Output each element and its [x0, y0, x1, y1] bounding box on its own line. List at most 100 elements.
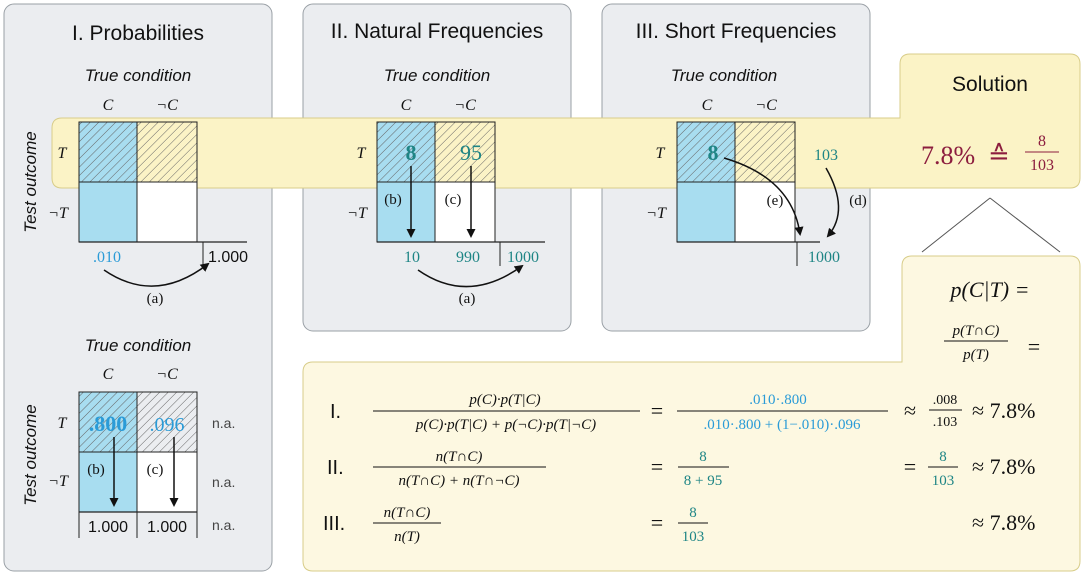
marginal-c-value: .010 — [93, 249, 121, 266]
arrow-a-3 — [417, 264, 524, 288]
row1-den: p(C)·p(T|C) + p(¬C)·p(T|¬C) — [415, 417, 596, 433]
cell-tn-2 — [136, 451, 198, 513]
marginal-total-value: 1.000 — [208, 249, 248, 266]
row3-num2: 8 — [689, 505, 697, 521]
formula-frac-num: p(T∩C) — [952, 323, 1000, 339]
row-t-1: T — [58, 145, 68, 162]
row1-den2: .010·.800 + (1−.010)·.096 — [704, 417, 861, 433]
cell-fn-2 — [78, 451, 138, 513]
arrow-e-4 — [723, 157, 804, 236]
arrow-d-4 — [825, 167, 840, 238]
row2-num: n(T∩C) — [436, 449, 483, 465]
connector-right — [989, 197, 1061, 253]
col-not-c-3: ¬C — [454, 97, 476, 114]
row1-den3: .103 — [933, 415, 958, 430]
na-label-not-t: n.a. — [212, 474, 235, 490]
solution-approx-sign: ≙ — [988, 141, 1010, 170]
tp-count-natural: 8 — [406, 140, 417, 165]
col-c-3: C — [401, 97, 412, 114]
arrow-b-label-3: (b) — [384, 192, 402, 208]
cell-tp-hatch-3 — [376, 121, 436, 183]
formula-frac-den: p(T) — [962, 347, 989, 363]
cell-fp-3 — [434, 121, 496, 183]
formula-box — [302, 255, 1081, 572]
cell-fp-1 — [136, 121, 198, 183]
test-outcome-label-2: Test outcome — [21, 404, 40, 505]
row3-den2: 103 — [682, 529, 705, 545]
col-not-c-1: ¬C — [156, 97, 178, 114]
row3-num: n(T∩C) — [384, 505, 431, 521]
row2-num2: 8 — [699, 449, 707, 465]
title-probabilities: I. Probabilities — [72, 22, 204, 45]
total-c-natural: 10 — [404, 249, 420, 266]
col-not-c-2: ¬C — [156, 366, 178, 383]
row-not-t-4: ¬T — [646, 205, 667, 222]
tp-prob-value: .800 — [89, 411, 128, 436]
row2-den3: 103 — [932, 473, 955, 489]
arrow-c-label-2: (c) — [147, 462, 164, 478]
row1-num2: .010·.800 — [749, 392, 807, 408]
solution-frac-num: 8 — [1038, 133, 1046, 150]
row2-num3: 8 — [939, 449, 947, 465]
arrow-b-label-2: (b) — [87, 462, 105, 478]
cell-tn-4 — [734, 181, 796, 243]
total-c-prob: 1.000 — [88, 519, 128, 536]
grand-total-natural: 1000 — [507, 249, 539, 266]
total-not-c-prob: 1.000 — [147, 519, 187, 536]
na-label-t: n.a. — [212, 415, 235, 431]
row1-result: ≈ 7.8% — [972, 398, 1035, 423]
arrow-d-label-4: (d) — [849, 193, 867, 209]
na-label-total: n.a. — [212, 517, 235, 533]
arrow-c-label-3: (c) — [445, 192, 462, 208]
row2-den: n(T∩C) + n(T∩¬C) — [398, 473, 519, 489]
row2-equals: = — [651, 454, 663, 479]
row1-num3: .008 — [933, 393, 958, 408]
tp-count-short: 8 — [708, 140, 719, 165]
row2-equals2: = — [904, 454, 916, 479]
cell-tn-3 — [434, 181, 496, 243]
cell-fn-4 — [676, 181, 736, 243]
row3-label: III. — [323, 513, 345, 535]
row2-den2: 8 + 95 — [684, 473, 722, 489]
row1-equals: = — [651, 398, 663, 423]
solution-percent: 7.8% — [921, 141, 975, 170]
row1-label: I. — [330, 401, 341, 423]
row1-approx1: ≈ — [904, 398, 916, 423]
grand-total-short: 1000 — [808, 249, 840, 266]
true-condition-label-3: True condition — [384, 66, 490, 85]
row3-den: n(T) — [394, 529, 420, 545]
test-outcome-label-1: Test outcome — [21, 131, 40, 232]
cell-fn-1 — [78, 181, 138, 243]
highlight-band — [51, 53, 1081, 189]
row-t-3: T — [357, 145, 367, 162]
row1-num: p(C)·p(T|C) — [468, 392, 540, 408]
solution-frac-den: 103 — [1030, 157, 1054, 174]
title-short-frequencies: III. Short Frequencies — [636, 20, 837, 43]
cell-tn-1 — [136, 181, 198, 243]
row2-label: II. — [327, 457, 344, 479]
fp-prob-value: .096 — [150, 414, 185, 436]
cell-tp-hatch-1 — [78, 121, 138, 183]
row3-result: ≈ 7.8% — [972, 510, 1035, 535]
cell-fn-3 — [376, 181, 436, 243]
col-c-4: C — [702, 97, 713, 114]
row-t-2: T — [58, 415, 68, 432]
true-condition-label-4: True condition — [671, 66, 777, 85]
arrow-a-label-1: (a) — [147, 291, 164, 307]
row-not-t-2: ¬T — [48, 473, 69, 490]
formula-frac-equals: = — [1028, 334, 1040, 359]
col-not-c-4: ¬C — [755, 97, 777, 114]
cell-fp-4 — [734, 121, 796, 183]
row2-result: ≈ 7.8% — [972, 454, 1035, 479]
formula-lhs: p(C|T) = — [949, 277, 1030, 302]
row-t-4: T — [656, 145, 666, 162]
title-natural-frequencies: II. Natural Frequencies — [331, 20, 543, 43]
row-not-t-3: ¬T — [347, 205, 368, 222]
col-c-2: C — [103, 366, 114, 383]
connector-left — [921, 197, 991, 253]
title-solution: Solution — [952, 73, 1028, 96]
arrow-e-label-4: (e) — [767, 193, 784, 209]
row3-equals: = — [651, 510, 663, 535]
true-condition-label-2: True condition — [85, 336, 191, 355]
